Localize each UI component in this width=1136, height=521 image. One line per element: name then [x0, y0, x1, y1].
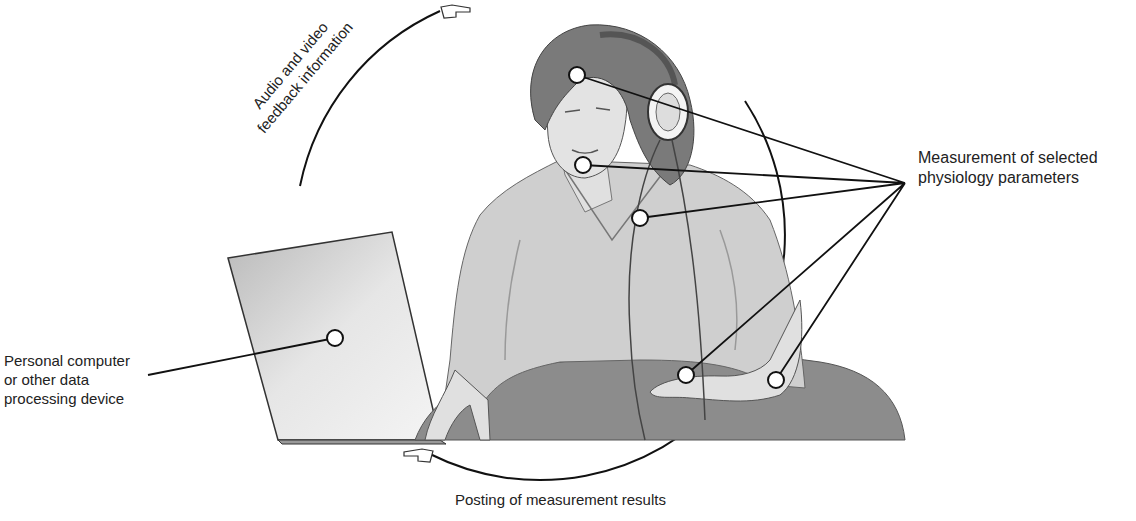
laptop-base [278, 440, 446, 444]
arc-label: Posting of measurement results [455, 491, 666, 510]
leader-line [577, 75, 905, 380]
arc-label: Audio and video feedback information [235, 2, 360, 141]
pointing-hand [404, 449, 433, 462]
arm [425, 370, 490, 440]
leader-line [148, 338, 335, 375]
pointing-hand [441, 5, 470, 18]
face-line [565, 108, 610, 153]
torso [445, 160, 805, 400]
sensor-circle [575, 157, 591, 173]
earcup [648, 84, 688, 140]
marker-circle [327, 330, 343, 346]
sensor-circle [678, 367, 694, 383]
sensor-circle [632, 210, 648, 226]
callout-label: Measurement of selected physiology param… [918, 148, 1130, 188]
device-label: Personal computer or other data processi… [4, 352, 134, 408]
forearm [650, 300, 802, 401]
laptop [228, 232, 440, 440]
wire [629, 140, 705, 440]
sensor-circle [768, 372, 784, 388]
earcup-inner [656, 93, 680, 131]
fold [505, 230, 737, 360]
sensor-circle [569, 67, 585, 83]
headband [600, 34, 675, 85]
